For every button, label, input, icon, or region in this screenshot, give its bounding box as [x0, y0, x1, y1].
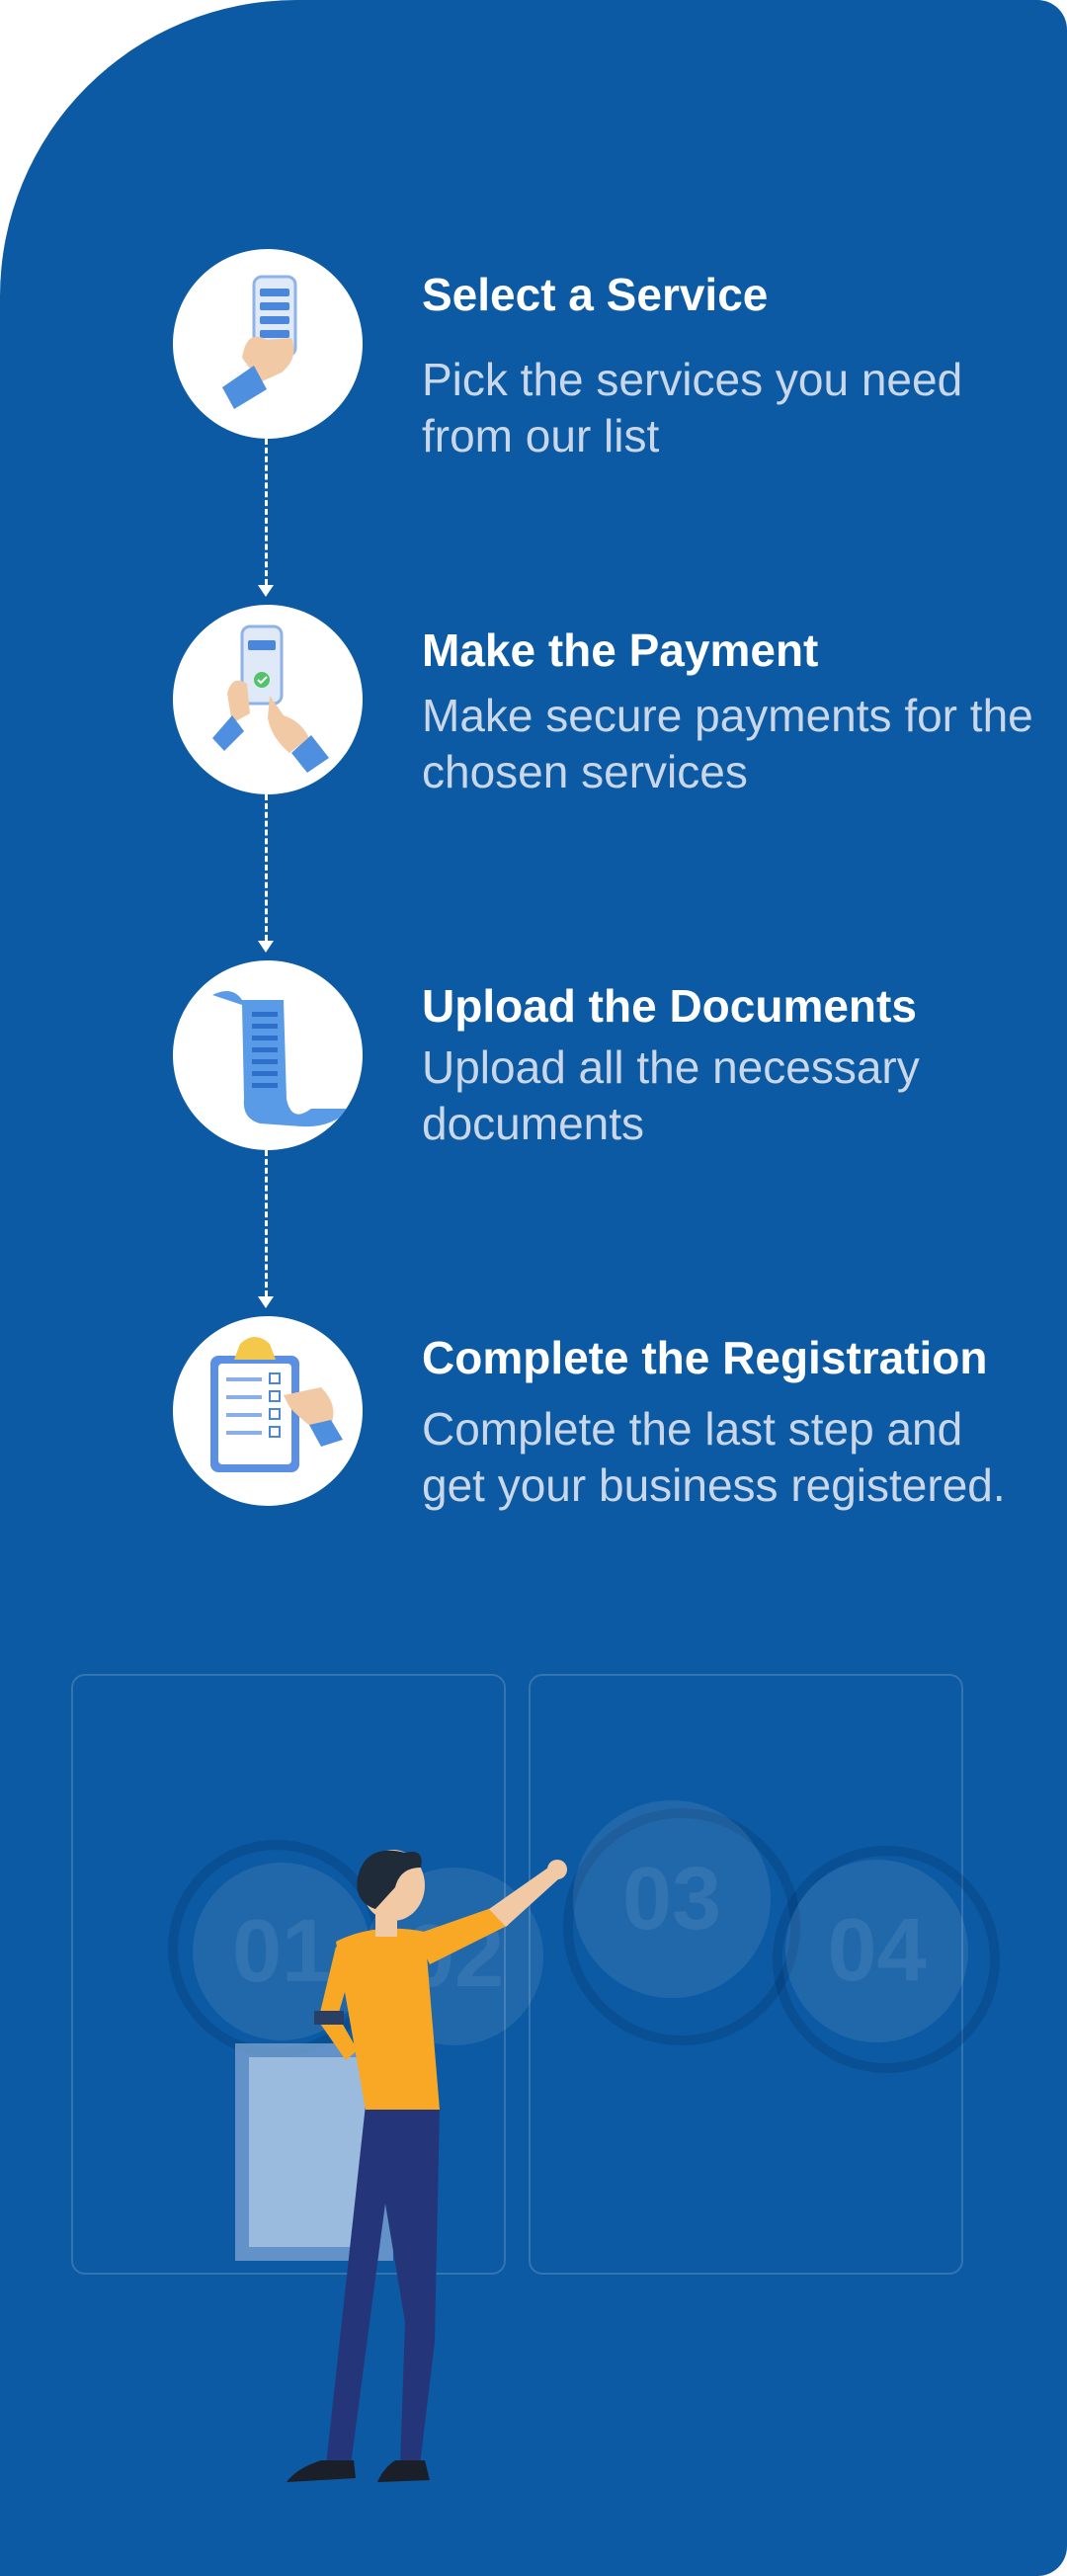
badge-ring — [773, 1846, 1000, 2073]
step-description: Make secure payments for the chosen serv… — [422, 690, 1033, 797]
step-title: Select a Service — [422, 269, 769, 320]
step-connector — [265, 439, 268, 585]
step-description: Upload all the necessary documents — [422, 1041, 920, 1149]
pointing-man-illustration — [235, 1850, 567, 2482]
step-title: Upload the Documents — [422, 980, 917, 1032]
arrow-down-icon — [258, 941, 274, 953]
arrow-down-icon — [258, 1296, 274, 1308]
badge-03: 03 — [573, 1800, 771, 1998]
phone-checklist-icon — [173, 249, 363, 439]
step-description: Pick the services you need from our list — [422, 354, 963, 461]
step-title: Complete the Registration — [422, 1332, 988, 1383]
step-description: Complete the last step and get your busi… — [422, 1403, 1006, 1511]
phone-payment-icon — [173, 605, 363, 794]
illustration-frame-left — [71, 1674, 506, 2275]
arrow-down-icon — [258, 585, 274, 597]
document-scroll-icon — [173, 960, 363, 1150]
clipboard-checklist-icon — [173, 1316, 363, 1506]
step-title: Make the Payment — [422, 624, 819, 676]
step-connector — [265, 1150, 268, 1296]
badge-04: 04 — [785, 1860, 968, 2042]
step-connector — [265, 794, 268, 941]
